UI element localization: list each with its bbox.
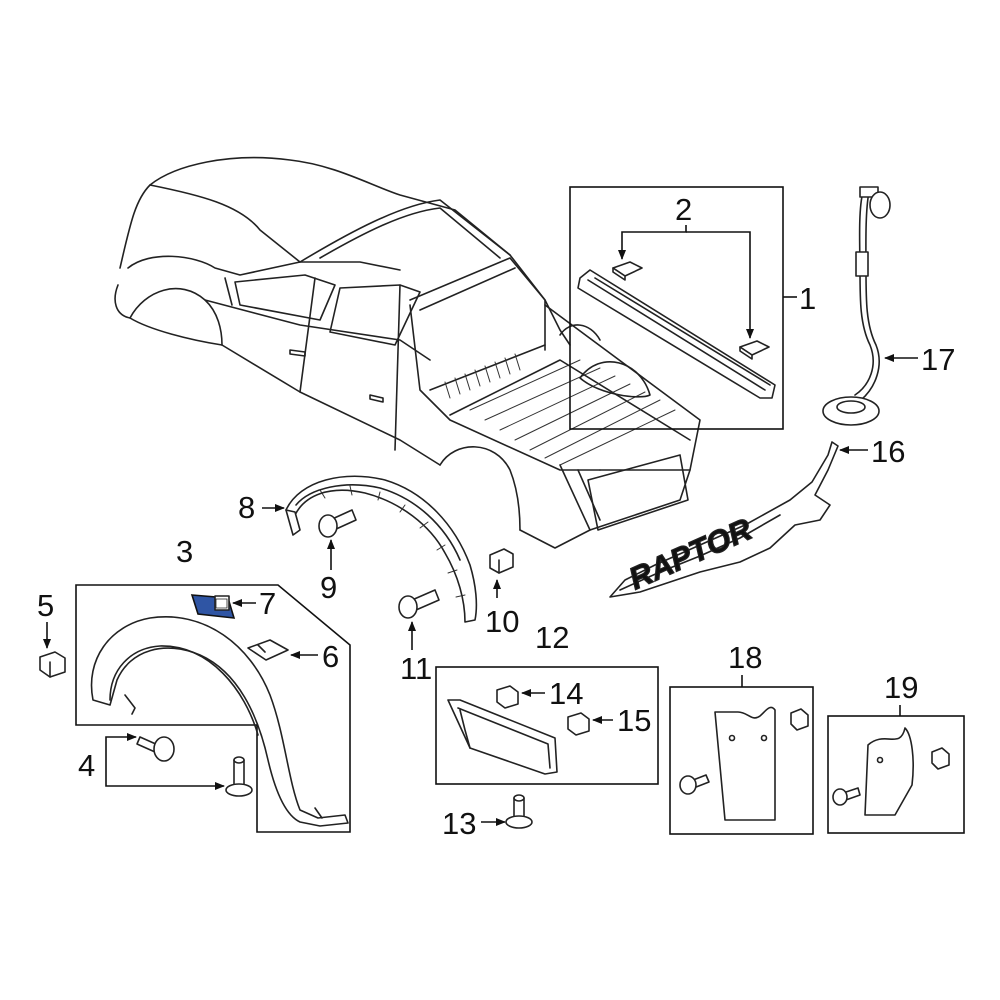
retainer-6 xyxy=(247,639,289,661)
callout-17: 17 xyxy=(921,342,955,377)
push-pin-9 xyxy=(318,509,357,538)
callout-6: 6 xyxy=(322,639,339,674)
clip-14 xyxy=(496,685,519,709)
screw-18 xyxy=(679,774,710,795)
callout-5: 5 xyxy=(37,588,54,623)
callout-2: 2 xyxy=(675,192,692,227)
rail-kit-box xyxy=(569,186,784,430)
callout-3: 3 xyxy=(176,534,193,569)
callout-13: 13 xyxy=(442,806,476,841)
callout-9: 9 xyxy=(320,570,337,605)
clip-10 xyxy=(489,548,514,574)
callout-10: 10 xyxy=(485,604,519,639)
highlighted-part-7[interactable] xyxy=(190,594,236,619)
callout-7: 7 xyxy=(259,586,276,621)
screw-19 xyxy=(832,787,861,806)
callout-11: 11 xyxy=(400,651,432,686)
mud-flap-rear-box xyxy=(827,715,965,834)
fender-flare-box xyxy=(75,584,351,833)
bolt-4b xyxy=(225,756,253,797)
callout-8: 8 xyxy=(238,490,255,525)
bed-rail-cap xyxy=(577,269,776,399)
callout-16: 16 xyxy=(871,434,905,469)
callout-1: 1 xyxy=(799,281,816,316)
mud-flap-front xyxy=(714,706,776,821)
push-pin-11 xyxy=(398,589,440,619)
wheel-arch-bracket xyxy=(285,475,478,623)
callout-15: 15 xyxy=(617,703,651,738)
trim-box xyxy=(435,666,659,785)
light-harness xyxy=(822,186,891,426)
clip-18 xyxy=(790,708,809,731)
callout-12: 12 xyxy=(535,620,569,655)
fender-flare xyxy=(90,616,349,827)
mud-flap-rear xyxy=(864,727,914,816)
clip-19 xyxy=(931,747,950,770)
callout-14: 14 xyxy=(549,676,583,711)
bed-trim-panel xyxy=(447,699,558,775)
callout-4: 4 xyxy=(78,748,95,783)
rail-clip-b xyxy=(739,340,770,360)
rail-clip-a xyxy=(612,261,643,281)
callout-19: 19 xyxy=(884,670,918,705)
truck-illustration xyxy=(114,156,701,549)
clip-5 xyxy=(39,651,66,678)
stud-13 xyxy=(505,794,533,829)
bolt-4a xyxy=(136,736,175,762)
clip-15 xyxy=(567,712,590,736)
callout-18: 18 xyxy=(728,640,762,675)
